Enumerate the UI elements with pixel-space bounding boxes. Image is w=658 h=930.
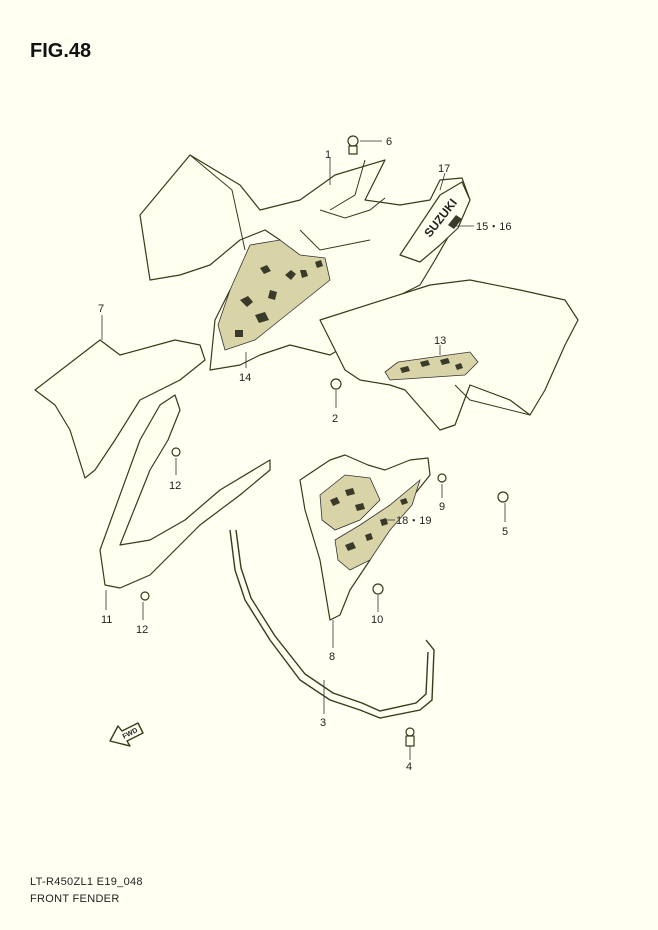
model-code: LT-R450ZL1 E19_048 <box>30 876 143 888</box>
callout-11: 11 <box>101 614 112 626</box>
part-decal-14 <box>217 239 331 351</box>
callouts: 1 2 3 4 5 6 7 8 9 10 11 12 12 13 14 15・1… <box>98 136 511 773</box>
callout-13: 13 <box>434 335 446 347</box>
callout-12-upper: 12 <box>169 480 181 492</box>
callout-3: 3 <box>320 717 326 729</box>
figure-name: FRONT FENDER <box>30 893 120 905</box>
callout-10: 10 <box>371 614 383 626</box>
clip-10-icon <box>372 583 384 595</box>
screw-12-lower-icon <box>140 591 150 601</box>
part-brace-3 <box>229 529 435 719</box>
screw-2-icon <box>330 378 342 390</box>
fasteners <box>140 135 509 747</box>
screw-12-upper-icon <box>171 447 181 457</box>
part-side-panel-7 <box>34 339 206 479</box>
callout-17: 17 <box>438 163 450 175</box>
figure-title: FIG.48 <box>30 40 92 62</box>
callout-14: 14 <box>239 372 251 384</box>
part-decal-18-19 <box>319 474 421 571</box>
callout-1: 1 <box>325 149 331 161</box>
clip-5-icon <box>497 491 509 503</box>
callout-9: 9 <box>439 501 445 513</box>
bolt-4-stem-icon <box>405 735 415 747</box>
callout-8: 8 <box>329 651 335 663</box>
callout-6: 6 <box>386 136 392 148</box>
callout-4: 4 <box>406 761 412 773</box>
part-decal-13 <box>384 351 479 381</box>
screw-9-icon <box>437 473 447 483</box>
callout-15-16: 15・16 <box>476 221 511 233</box>
leader-lines <box>101 140 506 760</box>
callout-18-19: 18・19 <box>396 515 431 527</box>
bolt-4-icon <box>405 727 415 737</box>
part-lower-cover-11 <box>99 394 271 589</box>
callout-7: 7 <box>98 303 104 315</box>
callout-12-lower: 12 <box>136 624 148 636</box>
clip-6-icon <box>347 135 359 147</box>
callout-2: 2 <box>332 413 338 425</box>
forward-arrow-icon: FWD <box>109 722 144 747</box>
clip-6-stem-icon <box>348 145 358 155</box>
callout-5: 5 <box>502 526 508 538</box>
